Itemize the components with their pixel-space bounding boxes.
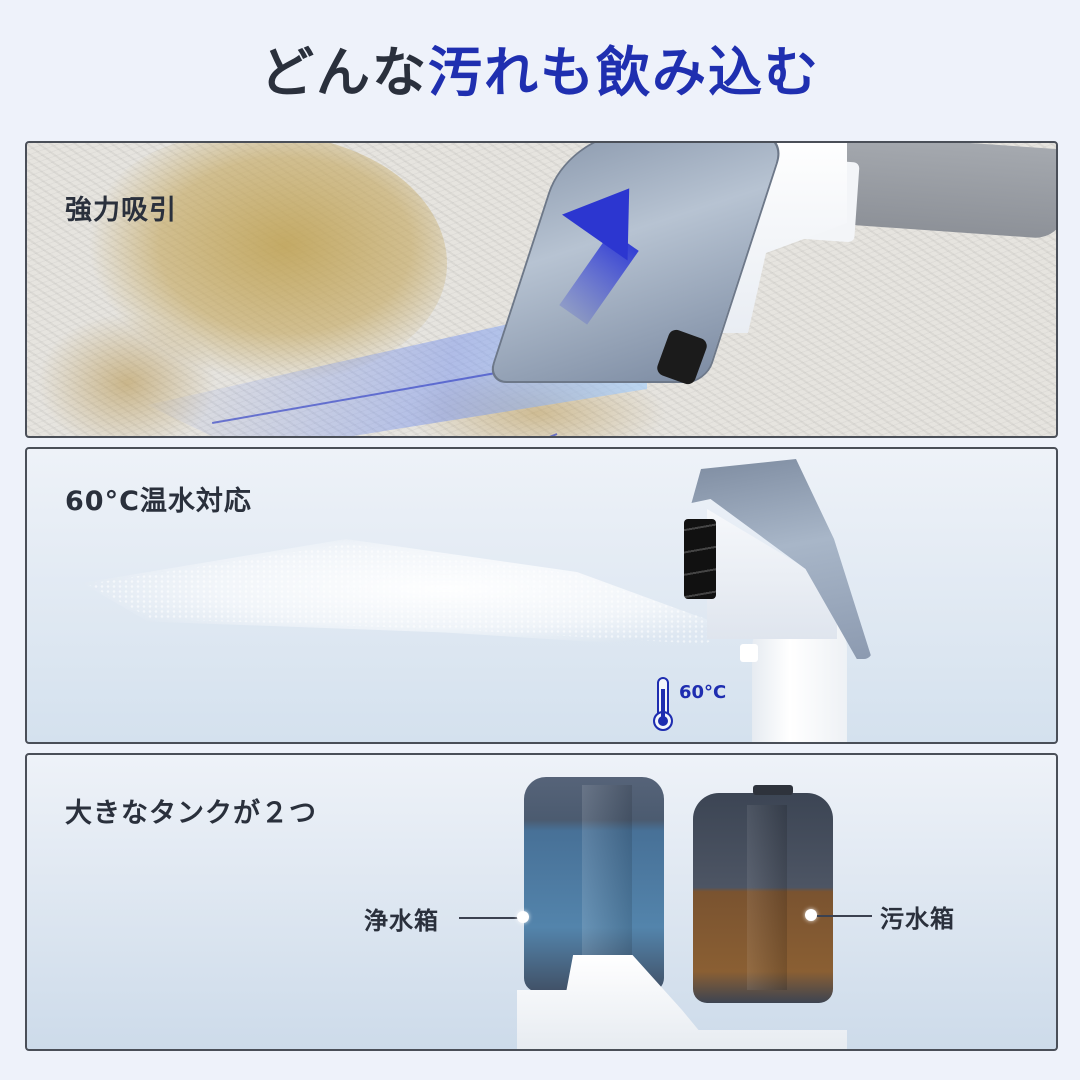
temperature-badge: 60°C	[679, 682, 727, 703]
callout-label-clean-tank: 浄水箱	[364, 907, 439, 935]
tank-internal-pipe	[582, 785, 632, 955]
spray-nozzle	[740, 644, 758, 662]
tank-cap	[753, 785, 793, 795]
panel-title: 大きなタンクが２つ	[65, 798, 317, 829]
callout-line	[459, 917, 519, 919]
headline: どんな汚れも飲み込む	[0, 38, 1080, 108]
headline-part-dark: どんな	[260, 41, 428, 104]
tank-internal-pipe	[747, 805, 787, 990]
feature-panel-tanks: 浄水箱 污水箱 大きなタンクが２つ	[25, 753, 1058, 1051]
panel-title: 60°C温水対応	[65, 486, 252, 517]
callout-dot	[517, 911, 529, 923]
thermometer-icon	[653, 677, 673, 733]
callout-label-dirty-tank: 污水箱	[880, 905, 955, 933]
feature-panel-suction: 強力吸引	[25, 141, 1058, 438]
nozzle-brush	[684, 519, 716, 599]
dirty-water-tank	[693, 793, 833, 1003]
panel-title: 強力吸引	[65, 195, 177, 226]
headline-part-accent: 汚れも飲み込む	[428, 41, 820, 104]
callout-dot	[805, 909, 817, 921]
callout-line	[817, 915, 872, 917]
suction-nozzle	[486, 143, 788, 383]
feature-panel-hot-water: 60°C 60°C温水対応	[25, 447, 1058, 744]
